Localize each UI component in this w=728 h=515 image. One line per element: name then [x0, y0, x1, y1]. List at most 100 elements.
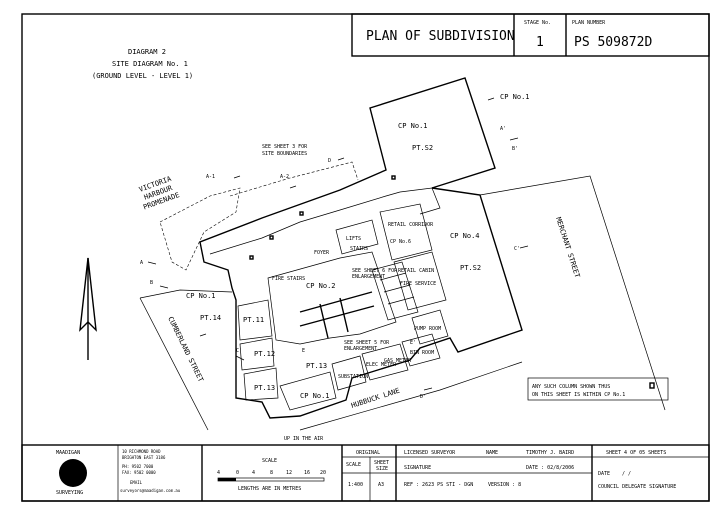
retail-block [393, 251, 447, 311]
column-note-box [527, 377, 669, 401]
room-retail-corridor: RETAIL CORRIDOR [388, 222, 434, 228]
council-text: COUNCIL DELEGATE SIGNATURE [598, 484, 676, 490]
column-symbol [649, 382, 655, 389]
cp6-block [379, 203, 433, 261]
scale-label: SCALE [262, 458, 277, 464]
plan-number-label: PLAN NUMBER [572, 20, 606, 26]
promenade-boundary [159, 187, 241, 271]
note-sheet6-1: SEE SHEET 6 FOR [352, 268, 398, 274]
inner-wall-north [209, 191, 401, 255]
mark-d: D [328, 158, 331, 164]
room-bin: BIN ROOM [410, 350, 434, 356]
diagram-heading-line3: (GROUND LEVEL - LEVEL 1) [92, 72, 193, 80]
mark-a: A [140, 260, 143, 266]
date-text: DATE : 02/8/2006 [526, 465, 574, 471]
room-fire-service: FIRE SERVICE [400, 281, 436, 287]
label-pt12: PT.12 [254, 350, 275, 358]
original-label: ORIGINAL [356, 450, 380, 456]
date-label: DATE [598, 471, 610, 477]
room-foyer: FOYER [314, 250, 330, 256]
mark-d-prime: D' [420, 394, 426, 400]
pump-block [411, 309, 449, 345]
label-cp1-ne: CP No.1 [500, 93, 530, 101]
mark-e-prime: E' [410, 340, 416, 346]
mark-e: E [302, 348, 305, 354]
scale-tick-2: 4 [252, 470, 255, 476]
room-gas-meter: GAS METER [384, 358, 412, 364]
room-lifts: LIFTS [346, 236, 361, 242]
company-name-2: SURVEYING [56, 490, 83, 496]
footer-block: MAADIGAN SURVEYING 10 RICHMOND ROAD BRIG… [21, 444, 710, 502]
phone-2: FAX: 9502 0000 [122, 470, 156, 475]
version-text: VERSION : 8 [488, 482, 521, 488]
site-plan [139, 77, 666, 431]
mark-a-prime: A' [500, 126, 506, 132]
hubbuck-frontage [299, 361, 523, 431]
label-cp1-s: CP No.1 [300, 392, 330, 400]
address-1: 10 RICHMOND ROAD [122, 449, 161, 454]
merchant-frontage [479, 175, 666, 411]
label-pt13-b: PT.13 [254, 384, 275, 392]
phone-1: PH: 9502 7000 [122, 464, 154, 469]
signature-label: SIGNATURE [404, 465, 431, 471]
label-pts2-n: PT.S2 [412, 144, 433, 152]
diagram-heading-line2: SITE DIAGRAM No. 1 [112, 60, 188, 68]
address-2: BRIGHTON EAST 3186 [122, 455, 166, 460]
substation-block [331, 333, 441, 391]
mark-a2: A-2 [280, 174, 289, 180]
stage-label: STAGE No. [524, 20, 551, 26]
scale-value: 1:400 [348, 482, 363, 488]
scale-col-label: SCALE [346, 462, 361, 468]
room-elec-meter: ELEC METER [366, 362, 397, 368]
scale-tick-1: 0 [236, 470, 239, 476]
licensed-surveyor-label: LICENSED SURVEYOR [404, 450, 456, 456]
scale-tick-0: 4 [217, 470, 220, 476]
email-label: EMAIL [130, 480, 143, 485]
street-merchant: MERCHANT STREET [554, 216, 581, 279]
cp2-grid [299, 291, 375, 339]
room-stairs: STAIRS [350, 246, 368, 252]
lift-block [335, 219, 379, 255]
note-sheet5-1: SEE SHEET 5 FOR [344, 340, 390, 346]
title-block: PLAN OF SUBDIVISION STAGE No. 1 PLAN NUM… [351, 13, 710, 57]
surveyor-name: TIMOTHY J. BAIRD [526, 450, 574, 456]
room-fire-stairs: FIRE STAIRS [272, 276, 305, 282]
scale-tick-4: 12 [286, 470, 292, 476]
name-label: NAME [486, 450, 498, 456]
scale-tick-3: 8 [270, 470, 273, 476]
room-retail-cabin: RETAIL CABIN [398, 268, 434, 274]
label-pts2-e: PT.S2 [460, 264, 481, 272]
street-cumberland: CUMBERLAND STREET [166, 315, 205, 384]
column-note-1: ANY SUCH COLUMN SHOWN THUS [532, 384, 610, 390]
email-value: surveyors@maadigan.com.au [120, 488, 181, 493]
label-pt13-a: PT.13 [306, 362, 327, 370]
column-note-2: ON THIS SHEET IS WITHIN CP No.1 [532, 392, 625, 398]
inner-wall-cp2 [267, 251, 397, 345]
plan-notes: SEE SHEET 3 FOR SITE BOUNDARIES SEE SHEE… [262, 144, 669, 442]
mark-b-prime: B' [512, 146, 518, 152]
label-pt11: PT.11 [243, 316, 264, 324]
sheet-size-value: A3 [378, 482, 384, 488]
date-blank: / / [622, 471, 631, 477]
scale-tick-5: 16 [304, 470, 310, 476]
label-cp2: CP No.2 [306, 282, 336, 290]
diagram-heading: DIAGRAM 2 SITE DIAGRAM No. 1 (GROUND LEV… [92, 48, 193, 80]
pt-units [237, 299, 279, 401]
label-cp4: CP No.4 [450, 232, 480, 240]
cumberland-frontage [139, 289, 233, 299]
label-cp1-n: CP No.1 [398, 122, 428, 130]
mark-b: B [150, 280, 153, 286]
room-pump: PUMP ROOM [414, 326, 441, 332]
label-pt14: PT.14 [200, 314, 221, 322]
cumberland-edge [139, 297, 209, 431]
scale-tick-6: 20 [320, 470, 326, 476]
parcel-labels: CP No.1 CP No.1 PT.S2 CP No.4 CP No.6 PT… [186, 93, 530, 400]
sheet-border [21, 13, 710, 502]
mark-a1: A-1 [206, 174, 215, 180]
note-up-in-air: UP IN THE AIR [284, 436, 324, 442]
sheet-size-label-1: SHEET [374, 460, 389, 466]
label-cp1-w: CP No.1 [186, 292, 216, 300]
mark-c-prime: C' [514, 246, 520, 252]
plan-number: PS 509872D [574, 35, 652, 50]
